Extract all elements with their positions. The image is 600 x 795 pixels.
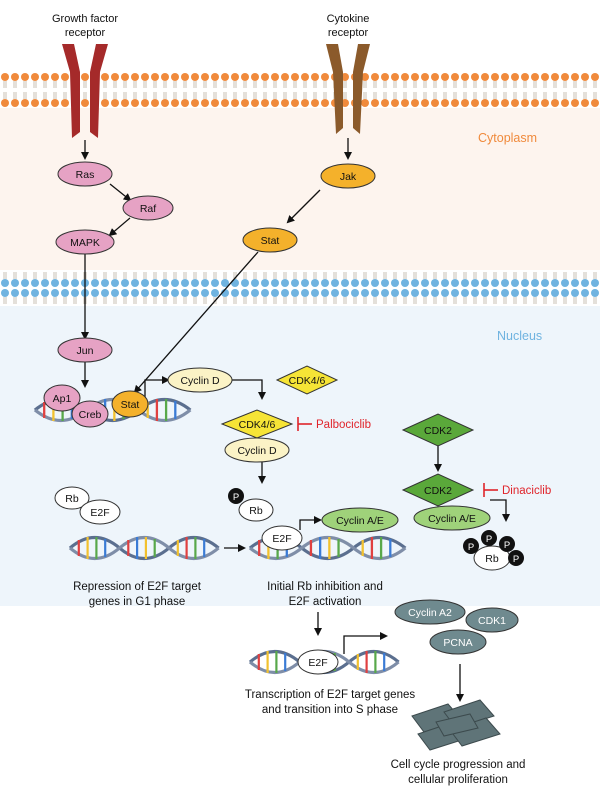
- proliferation-caption-line2: cellular proliferation: [408, 774, 508, 786]
- e2f-middle-node: [261, 525, 303, 551]
- creb-node: [71, 400, 109, 428]
- rb-middle-node: [238, 498, 274, 522]
- cdk2-node: [401, 413, 475, 447]
- cyclin-ae-complex-label: Cyclin A/E: [428, 513, 476, 525]
- activation-caption-line2: E2F activation: [289, 596, 362, 608]
- phosphate-rb-middle-label: P: [233, 492, 239, 503]
- transcription-caption-line2: and transition into S phase: [262, 704, 398, 716]
- e2f-bottom-node: [297, 649, 339, 675]
- stat-nucleus-node: [111, 390, 149, 418]
- stat-cytoplasm-label: Stat: [261, 235, 280, 247]
- stat-nucleus-label: Stat: [121, 399, 140, 411]
- cdk46-complex-label: CDK4/6: [239, 419, 276, 431]
- jun-node: [57, 337, 113, 363]
- repression-caption-line1: Repression of E2F target: [73, 581, 202, 593]
- phosphate-2-label: P: [486, 534, 492, 545]
- cyclin-d-complex-node: [224, 437, 290, 463]
- ras-node: [57, 161, 113, 187]
- cytokine-receptor-label-line2: receptor: [328, 27, 369, 39]
- growth-factor-receptor-label-line2: receptor: [65, 27, 106, 39]
- cdk2-complex-label: CDK2: [424, 485, 452, 497]
- cyclin-a2-label: Cyclin A2: [408, 607, 452, 619]
- phosphate-3-label: P: [504, 540, 510, 551]
- nuclear-membrane: [0, 270, 600, 306]
- rb-right-label: Rb: [485, 553, 499, 565]
- transcription-caption-line1: Transcription of E2F target genes: [245, 689, 415, 701]
- cdk46-label: CDK4/6: [289, 375, 326, 387]
- cdk46-node: [275, 365, 339, 395]
- rb-left-label: Rb: [65, 493, 79, 505]
- dinaciclib-inhibitor: [483, 483, 498, 497]
- proliferation-caption-line1: Cell cycle progression and: [391, 759, 526, 771]
- ras-label: Ras: [76, 169, 95, 181]
- mapk-node: [55, 229, 115, 255]
- palbociclib-label: Palbociclib: [316, 419, 371, 431]
- cdk2-complex-node: [401, 473, 475, 507]
- stat-cytoplasm-node: [242, 227, 298, 253]
- cyclin-a2-node: [394, 599, 466, 625]
- phosphate-4-label: P: [513, 554, 519, 565]
- growth-factor-receptor-label-line1: Growth factor: [52, 13, 118, 25]
- cdk1-node: [465, 607, 519, 633]
- proliferating-cells-icon: [411, 699, 501, 751]
- raf-node: [122, 195, 174, 221]
- cytoplasm-label: Cytoplasm: [478, 131, 537, 145]
- e2f-left-node: [79, 499, 121, 525]
- phosphate-2: [481, 530, 497, 546]
- rb-middle-label: Rb: [249, 505, 263, 517]
- cyclin-ae-middle-node: [321, 507, 399, 533]
- palbociclib-inhibitor: [297, 417, 312, 431]
- cytokine-receptor: [326, 44, 370, 134]
- phosphate-rb-middle: [228, 488, 244, 504]
- phosphate-1: [463, 538, 479, 554]
- pcna-node: [429, 629, 487, 655]
- rb-left-node: [54, 486, 90, 510]
- e2f-middle-label: E2F: [272, 533, 291, 545]
- jun-label: Jun: [77, 345, 94, 357]
- jak-label: Jak: [340, 171, 357, 183]
- cyclin-ae-middle-label: Cyclin A/E: [336, 515, 384, 527]
- mapk-label: MAPK: [70, 237, 100, 249]
- cyclin-d-node: [167, 367, 233, 393]
- pcna-label: PCNA: [443, 637, 472, 649]
- plasma-membrane: [0, 72, 600, 108]
- nucleus-label: Nucleus: [497, 329, 542, 343]
- ap1-label: Ap1: [53, 393, 72, 405]
- phosphate-3: [499, 536, 515, 552]
- repression-caption-line2: genes in G1 phase: [89, 596, 186, 608]
- ap1-node: [43, 384, 81, 412]
- creb-label: Creb: [79, 409, 102, 421]
- activation-caption-line1: Initial Rb inhibition and: [267, 581, 383, 593]
- arrows: [81, 138, 510, 702]
- jak-node: [320, 163, 376, 189]
- phosphate-4: [508, 550, 524, 566]
- e2f-bottom-label: E2F: [308, 657, 327, 669]
- e2f-left-label: E2F: [90, 507, 109, 519]
- cdk46-complex-node: [220, 409, 294, 439]
- cyclin-d-label: Cyclin D: [180, 375, 220, 387]
- growth-factor-receptor: [62, 44, 108, 138]
- cytokine-receptor-label-line1: Cytokine: [327, 13, 370, 25]
- cyclin-ae-complex-node: [413, 505, 491, 531]
- dinaciclib-label: Dinaciclib: [502, 485, 551, 497]
- cyclin-d-complex-label: Cyclin D: [237, 445, 277, 457]
- cdk2-label: CDK2: [424, 425, 452, 437]
- cdk1-label: CDK1: [478, 615, 506, 627]
- raf-label: Raf: [140, 203, 156, 215]
- phosphate-1-label: P: [468, 542, 474, 553]
